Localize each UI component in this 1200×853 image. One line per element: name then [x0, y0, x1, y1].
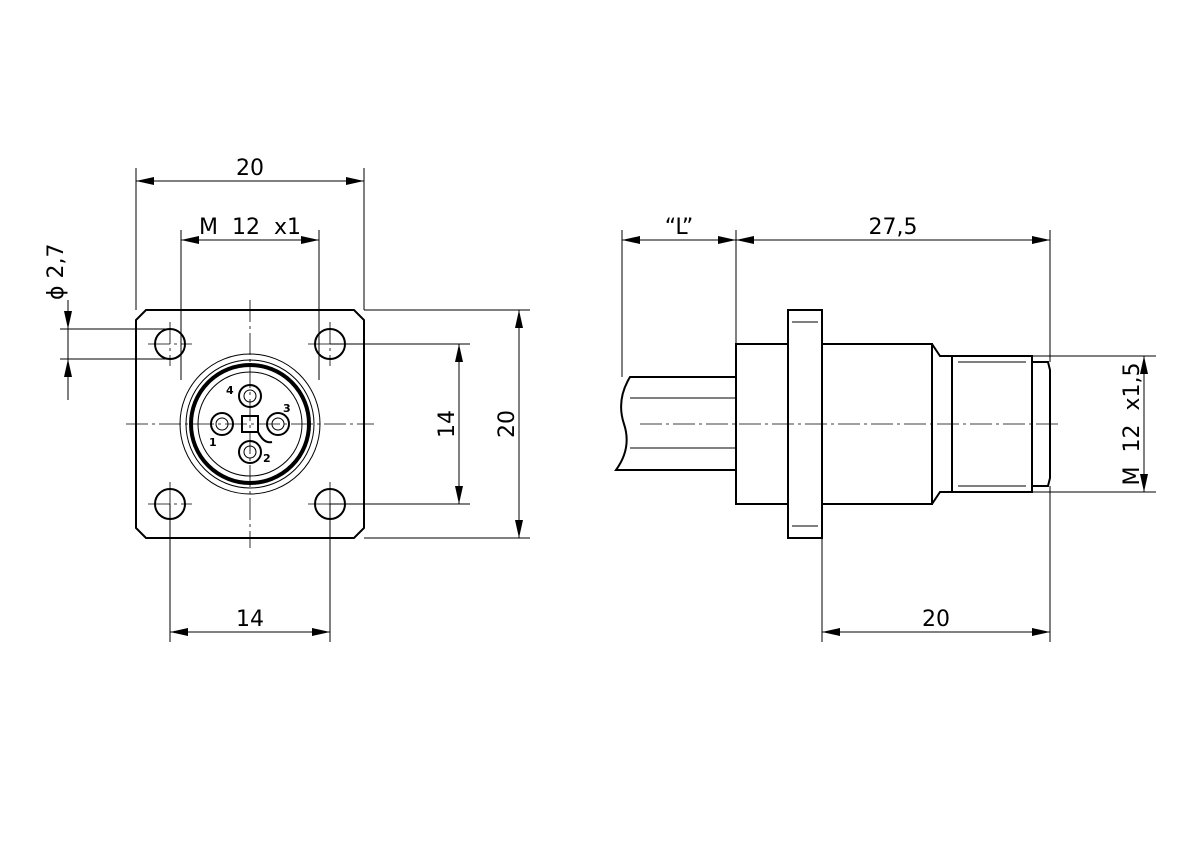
- dim-overall-length: 27,5: [869, 215, 918, 240]
- dim-height: 20: [495, 410, 520, 438]
- cable: [614, 376, 736, 471]
- dim-thread-front: M 12 x1: [199, 215, 301, 240]
- dim-hole-spacing-vertical: 14: [435, 410, 460, 438]
- pin-label-1: 1: [209, 436, 217, 449]
- pin-label-4: 4: [226, 384, 234, 397]
- front-flange-outline: [135, 309, 365, 539]
- dim-width-top: 20: [236, 156, 264, 181]
- front-view: 4 3 1 2 20 M 12 x1 ϕ 2,7 14: [44, 156, 530, 642]
- pin-label-2: 2: [263, 452, 271, 465]
- dim-hole-diameter: ϕ 2,7: [44, 244, 69, 301]
- dim-cable-length: “L”: [665, 215, 694, 240]
- side-view: “L” 27,5 M 12 x1,5 20: [614, 215, 1156, 642]
- dim-flange-to-end: 20: [922, 607, 950, 632]
- pin-label-3: 3: [283, 402, 291, 415]
- dim-hole-spacing-horizontal: 14: [236, 607, 264, 632]
- dim-thread-side: M 12 x1,5: [1120, 363, 1145, 486]
